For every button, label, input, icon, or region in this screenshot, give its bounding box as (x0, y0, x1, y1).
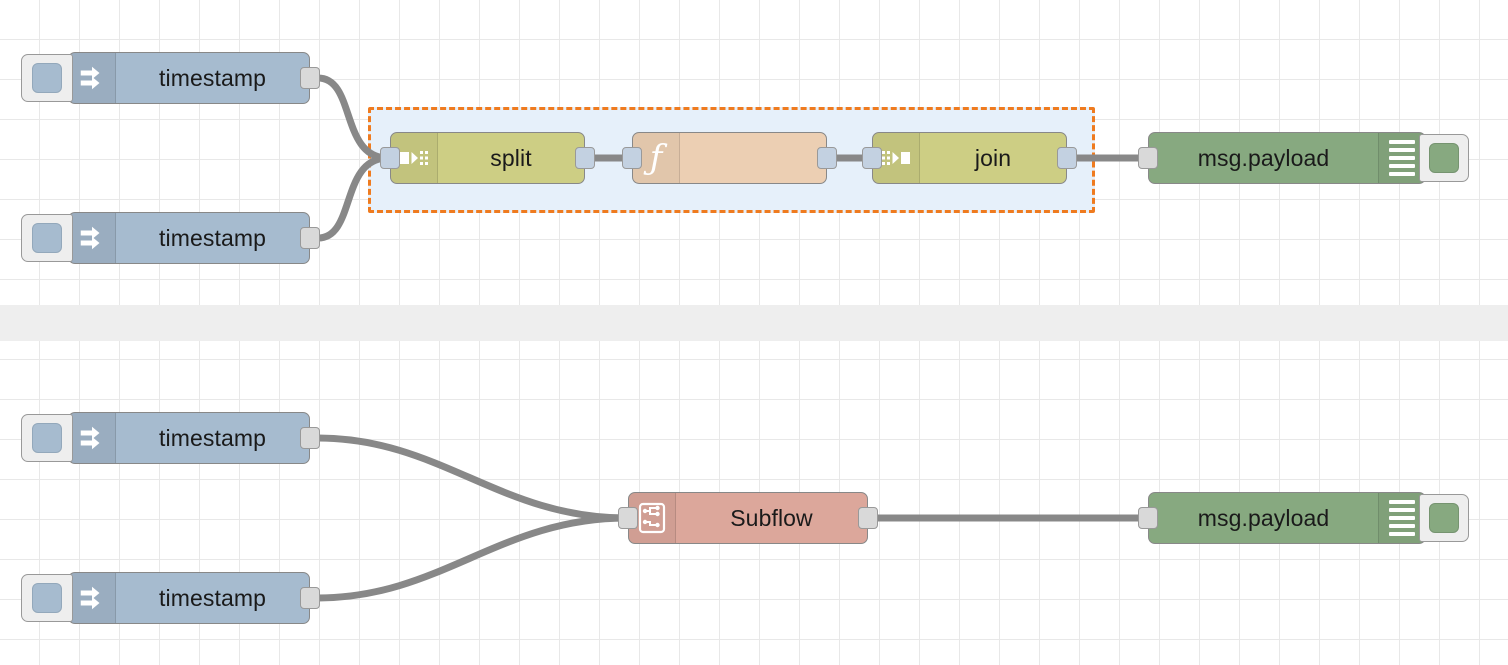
node-label: timestamp (159, 224, 266, 251)
output-port[interactable] (817, 147, 837, 169)
inject-arrow-icon (69, 573, 116, 623)
input-port[interactable] (622, 147, 642, 169)
debug-toggle-inner (1429, 503, 1459, 533)
node-debug-2[interactable]: msg.payload (1138, 492, 1469, 544)
node-inject-1[interactable]: timestamp (21, 52, 320, 104)
input-port[interactable] (618, 507, 638, 529)
node-label (680, 133, 826, 183)
wire-inject4-subflow (314, 514, 630, 602)
inject-arrow-icon (69, 53, 116, 103)
node-debug-1[interactable]: msg.payload (1138, 132, 1469, 184)
node-label: timestamp (159, 584, 266, 611)
debug-lines-icon (1378, 493, 1425, 543)
node-label: msg.payload (1197, 144, 1330, 171)
inject-arrow-icon (69, 413, 116, 463)
input-port[interactable] (1138, 147, 1158, 169)
wire-inject3-subflow (314, 434, 630, 522)
inject-button-3[interactable] (21, 414, 73, 462)
output-port[interactable] (1057, 147, 1077, 169)
output-port[interactable] (575, 147, 595, 169)
output-port[interactable] (300, 67, 320, 89)
input-port[interactable] (1138, 507, 1158, 529)
inject-button-2[interactable] (21, 214, 73, 262)
output-port[interactable] (300, 227, 320, 249)
node-join[interactable]: join (862, 132, 1077, 184)
flow-separator-band (0, 305, 1508, 341)
debug-lines-glyph (1389, 140, 1415, 176)
node-label: split (490, 144, 532, 171)
debug-toggle-button-1[interactable] (1419, 134, 1469, 182)
input-port[interactable] (380, 147, 400, 169)
node-label: msg.payload (1197, 504, 1330, 531)
node-inject-4[interactable]: timestamp (21, 572, 320, 624)
node-split[interactable]: split (380, 132, 595, 184)
debug-toggle-inner (1429, 143, 1459, 173)
inject-button-inner (32, 583, 62, 613)
inject-button-inner (32, 423, 62, 453)
node-label: join (974, 144, 1012, 171)
inject-button-inner (32, 63, 62, 93)
node-label: timestamp (159, 424, 266, 451)
inject-button-1[interactable] (21, 54, 73, 102)
inject-button-4[interactable] (21, 574, 73, 622)
node-function[interactable]: ƒ (622, 132, 837, 184)
output-port[interactable] (858, 507, 878, 529)
node-label: Subflow (730, 504, 813, 531)
node-inject-2[interactable]: timestamp (21, 212, 320, 264)
output-port[interactable] (300, 427, 320, 449)
input-port[interactable] (862, 147, 882, 169)
debug-lines-glyph (1389, 500, 1415, 536)
debug-toggle-button-2[interactable] (1419, 494, 1469, 542)
output-port[interactable] (300, 587, 320, 609)
node-inject-3[interactable]: timestamp (21, 412, 320, 464)
node-subflow[interactable]: Subflow (618, 492, 878, 544)
inject-button-inner (32, 223, 62, 253)
inject-arrow-icon (69, 213, 116, 263)
node-label: timestamp (159, 64, 266, 91)
debug-lines-icon (1378, 133, 1425, 183)
